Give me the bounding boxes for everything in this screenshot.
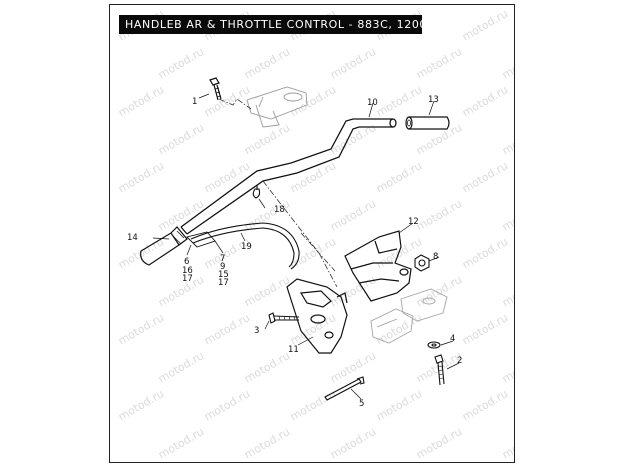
- watermark-text: motod.ru: [242, 273, 292, 309]
- callout-12: 12: [408, 217, 419, 227]
- watermark-text: motod.ru: [116, 159, 166, 195]
- watermark-text: motod.ru: [500, 197, 515, 233]
- watermark-text: motod.ru: [374, 83, 424, 119]
- handlebar-bolt: [209, 77, 222, 101]
- clip: [252, 185, 261, 199]
- watermark-text: motod.ru: [500, 121, 515, 157]
- watermark-text: motod.ru: [288, 83, 338, 119]
- callout-10: 10: [367, 98, 378, 108]
- watermark-text: motod.ru: [460, 235, 510, 271]
- watermark-text: motod.ru: [156, 349, 206, 385]
- cable-strap: [324, 376, 365, 401]
- riser-clamp: [246, 86, 308, 128]
- center-lines: [218, 98, 338, 288]
- callout-3: 3: [254, 326, 259, 336]
- watermark-text: motod.ru: [414, 273, 464, 309]
- watermark-text: motod.ru: [374, 311, 424, 347]
- watermark-text: motod.ru: [460, 159, 510, 195]
- callout-11: 11: [288, 345, 299, 355]
- watermark-text: motod.ru: [156, 45, 206, 81]
- watermark-text: motod.ru: [202, 311, 252, 347]
- watermark-text: motod.ru: [500, 349, 515, 385]
- callout-1: 1: [192, 97, 197, 107]
- callout-8: 8: [433, 252, 438, 262]
- watermark-text: motod.ru: [202, 83, 252, 119]
- callout-2: 2: [457, 356, 462, 366]
- housing-screw: [434, 354, 445, 386]
- watermark-text: motod.ru: [414, 121, 464, 157]
- watermark-text: motod.ru: [242, 425, 292, 461]
- watermark-text: motod.ru: [242, 349, 292, 385]
- watermark-text: motod.ru: [242, 45, 292, 81]
- callout-9: 9: [220, 262, 225, 272]
- watermark-text: motod.ru: [328, 425, 378, 461]
- watermark-text: motod.ru: [414, 45, 464, 81]
- watermark-text: motod.ru: [328, 273, 378, 309]
- callout-16: 16: [182, 266, 193, 276]
- watermark-text: motod.ru: [328, 45, 378, 81]
- callouts: 1 2 3 4 5 6 16 17 7 9 15 17 8 10 11 12 1…: [127, 95, 462, 409]
- callout-13: 13: [428, 95, 439, 105]
- watermark-text: motod.ru: [288, 159, 338, 195]
- washer: [427, 341, 441, 349]
- lower-switch-housing: [286, 278, 348, 354]
- watermark-text: motod.ru: [374, 159, 424, 195]
- watermark-text: motod.ru: [414, 425, 464, 461]
- watermark-text: motod.ru: [500, 273, 515, 309]
- watermark-text: motod.ru: [460, 83, 510, 119]
- watermark-text: motod.ru: [116, 83, 166, 119]
- callout-6: 6: [184, 257, 189, 267]
- callout-7: 7: [220, 254, 225, 264]
- watermark-text: motod.ru: [116, 387, 166, 423]
- watermark-text: motod.ru: [116, 311, 166, 347]
- callout-4: 4: [450, 334, 455, 344]
- watermark-text: motod.ru: [414, 197, 464, 233]
- callout-14: 14: [127, 233, 138, 243]
- watermark-text: motod.ru: [500, 45, 515, 81]
- callout-18: 18: [274, 205, 285, 215]
- page-title: HANDLEB AR & THROTTLE CONTROL - 883C, 12…: [119, 15, 422, 34]
- watermark-text: motod.ru: [460, 311, 510, 347]
- watermark-text: motod.ru: [500, 425, 515, 461]
- watermark-text: motod.ru: [288, 387, 338, 423]
- watermark-text: motod.ru: [156, 121, 206, 157]
- leader-lines: [152, 93, 460, 400]
- watermark-text: motod.ru: [156, 197, 206, 233]
- callout-15: 15: [218, 270, 229, 280]
- switch-parts-faint: [370, 288, 448, 344]
- watermark-text: motod.ru: [328, 349, 378, 385]
- watermark-text: motod.ru: [374, 387, 424, 423]
- callout-17b: 17: [218, 278, 229, 288]
- callout-5: 5: [359, 399, 364, 409]
- watermark-text: motod.ru: [202, 387, 252, 423]
- watermark-text: motod.ru: [328, 197, 378, 233]
- callout-17a: 17: [182, 274, 193, 284]
- throttle-grip: [140, 226, 188, 266]
- left-grip: [405, 116, 450, 130]
- watermark-text: motod.ru: [460, 7, 510, 43]
- watermark-text: motod.ru: [156, 425, 206, 461]
- nut: [414, 254, 430, 272]
- upper-switch-housing: [344, 230, 412, 302]
- housing-screw-left: [268, 312, 300, 324]
- watermark-text: motod.ru: [460, 387, 510, 423]
- callout-19: 19: [241, 242, 252, 252]
- watermark-text: motod.ru: [202, 159, 252, 195]
